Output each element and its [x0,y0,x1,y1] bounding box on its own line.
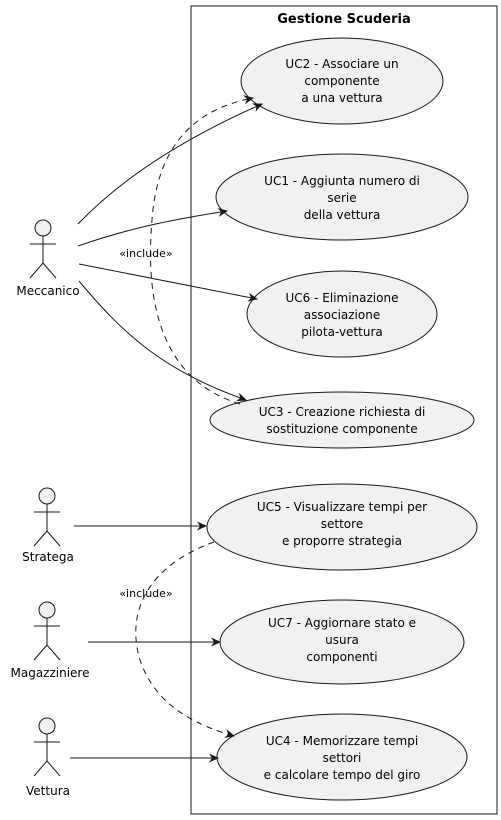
uc4-line-2: settori [323,751,362,765]
include-label-top: «include» [119,247,172,260]
uc3-line-2: sostituzione componente [266,422,417,436]
uc6-line-3: pilota-vettura [301,325,382,339]
use-case-uc5[interactable]: UC5 - Visualizzare tempi per settore e p… [206,483,478,571]
uc1-line-1: UC1 - Aggiunta numero di [264,174,420,188]
use-case-uc2[interactable]: UC2 - Associare un componente a una vett… [240,37,444,125]
actor-label-vettura: Vettura [26,784,70,798]
uc6-line-1: UC6 - Eliminazione [286,291,399,305]
actor-label-stratega: Stratega [22,550,74,564]
actor-stratega[interactable] [33,487,61,547]
uc3-line-1: UC3 - Creazione richiesta di [259,405,426,419]
include-uc3-uc2 [149,95,254,405]
uc5-line-1: UC5 - Visualizzare tempi per [257,500,427,514]
uc1-line-2: serie [327,191,356,205]
uc2-line-2: componente [304,74,379,88]
uc7-line-3: componenti [306,650,377,664]
assoc-meccanico-uc3 [78,280,247,402]
actor-label-meccanico: Meccanico [16,284,79,298]
assoc-meccanico-uc1 [77,207,228,247]
uc7-line-2: usura [325,633,359,647]
actor-label-magazziniere: Magazziniere [11,666,90,680]
use-case-uc1[interactable]: UC1 - Aggiunta numero di serie della vet… [215,153,469,241]
system-title: Gestione Scuderia [277,12,411,27]
assoc-meccanico-uc6 [78,263,258,302]
use-case-uc3[interactable]: UC3 - Creazione richiesta di sostituzion… [209,391,475,449]
assoc-meccanico-uc2 [77,103,263,225]
actor-magazziniere[interactable] [33,601,61,661]
uc5-line-2: settore [321,517,363,531]
uc6-line-2: associazione [304,308,380,322]
uc5-line-3: e proporre strategia [282,534,402,548]
actor-vettura[interactable] [33,717,61,777]
include-uc5-uc4 [135,541,235,738]
use-case-uc6[interactable]: UC6 - Eliminazione associazione pilota-v… [246,270,438,358]
uc7-line-1: UC7 - Aggiornare stato e [268,616,416,630]
actor-meccanico[interactable] [29,219,57,279]
use-case-uc7[interactable]: UC7 - Aggiornare stato e usura component… [219,599,465,685]
uc2-line-3: a una vettura [301,91,382,105]
include-label-bottom: «include» [119,587,172,600]
uc4-line-3: e calcolare tempo del giro [264,768,421,782]
use-case-uc4[interactable]: UC4 - Memorizzare tempi settori e calcol… [216,713,468,801]
uc1-line-3: della vettura [304,208,381,222]
uc4-line-1: UC4 - Memorizzare tempi [266,734,418,748]
uc2-line-1: UC2 - Associare un [285,57,398,71]
